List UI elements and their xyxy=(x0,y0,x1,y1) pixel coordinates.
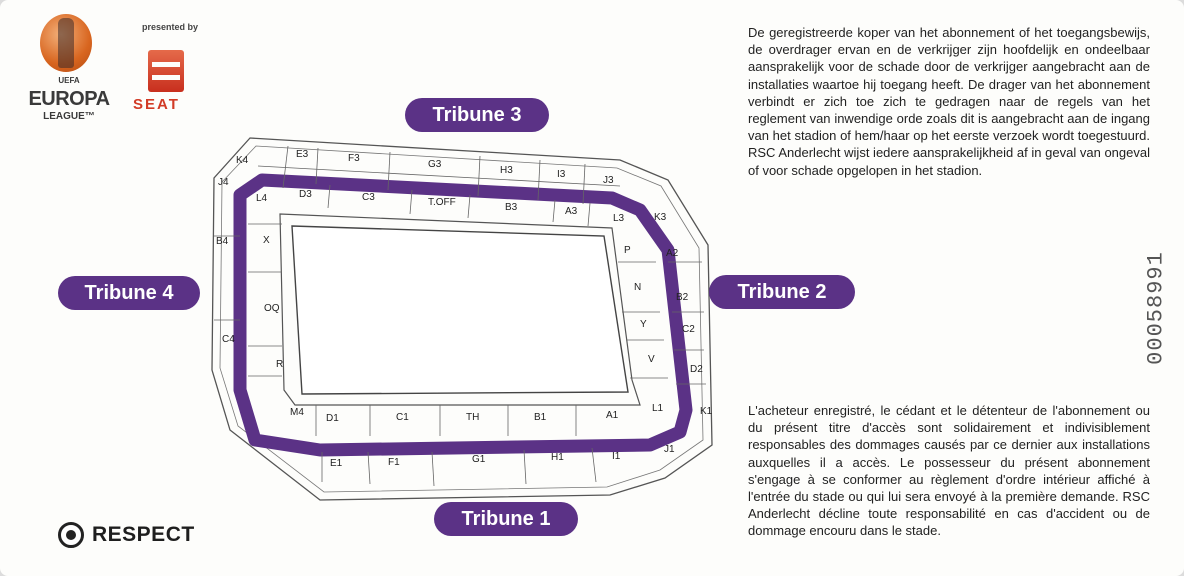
tribune-2-label: Tribune 2 xyxy=(709,275,855,309)
section-label: H1 xyxy=(551,452,564,463)
section-label: F1 xyxy=(388,457,400,468)
section-label: D1 xyxy=(326,413,339,424)
europa-text: EUROPA xyxy=(28,88,110,110)
section-label: K4 xyxy=(236,155,249,166)
section-label: C4 xyxy=(222,334,235,345)
section-label: V xyxy=(648,354,655,365)
stadium-map: K4 E3 F3 G3 H3 I3 J3 J4 L4 D3 C3 T.OFF B… xyxy=(211,137,713,501)
section-label: J3 xyxy=(603,175,614,186)
section-label: L4 xyxy=(256,193,268,204)
section-label: I3 xyxy=(557,169,566,180)
tribune-4-label: Tribune 4 xyxy=(58,276,200,310)
west-stand-dividers xyxy=(214,223,282,377)
respect-logo: RESPECT xyxy=(58,522,195,548)
section-label: H3 xyxy=(500,165,513,176)
trophy-icon xyxy=(58,18,74,68)
stadium-outer-outline-inner xyxy=(219,145,704,493)
section-label: C2 xyxy=(682,324,695,335)
section-label: L1 xyxy=(652,403,664,414)
uefa-text: UEFA xyxy=(58,76,80,85)
league-text: LEAGUE™ xyxy=(43,111,95,122)
section-label: T.OFF xyxy=(428,197,456,208)
seat-wordmark: SEAT xyxy=(133,96,180,113)
section-label: B2 xyxy=(676,292,689,303)
section-label: L3 xyxy=(613,213,625,224)
serial-number-text: 00058991 xyxy=(1143,251,1169,365)
pitch xyxy=(291,225,629,395)
respect-text: RESPECT xyxy=(92,523,195,546)
tribune-3-label: Tribune 3 xyxy=(405,98,549,132)
section-label: F3 xyxy=(348,153,360,164)
section-label: E3 xyxy=(296,149,309,160)
terms-dutch: De geregistreerde koper van het abonneme… xyxy=(748,25,1150,178)
serial-number: 00058991 xyxy=(1136,228,1176,388)
section-label: D2 xyxy=(690,364,703,375)
stadium-outer-outline xyxy=(211,137,713,501)
field-outline-outer xyxy=(279,213,641,406)
section-label: R xyxy=(276,359,283,370)
section-label: A2 xyxy=(666,248,679,259)
section-label: P xyxy=(624,245,631,256)
section-label: Y xyxy=(640,319,647,330)
section-label: M4 xyxy=(290,407,304,418)
section-label: G3 xyxy=(428,159,442,170)
section-label: E1 xyxy=(330,458,343,469)
presented-by-text: presented by xyxy=(142,22,199,32)
section-label: J4 xyxy=(218,177,229,188)
section-label: A1 xyxy=(606,410,619,421)
section-label: B4 xyxy=(216,236,229,247)
section-label: X xyxy=(263,235,270,246)
section-label: OQ xyxy=(264,303,280,314)
south-stand-dividers xyxy=(315,405,597,487)
section-label: I1 xyxy=(612,451,621,462)
section-label: B3 xyxy=(505,202,518,213)
section-label: N xyxy=(634,282,641,293)
section-label: B1 xyxy=(534,412,547,423)
section-label: C3 xyxy=(362,192,375,203)
seat-logo-icon xyxy=(148,50,184,92)
tribune-1-label: Tribune 1 xyxy=(434,502,578,536)
europa-league-logo: UEFA EUROPA LEAGUE™ xyxy=(24,8,114,128)
section-label: K3 xyxy=(654,212,667,223)
north-stand-dividers xyxy=(257,145,621,227)
terms-french: L'acheteur enregistré, le cédant et le d… xyxy=(748,403,1150,539)
section-label: K1 xyxy=(700,406,713,417)
section-label: A3 xyxy=(565,206,578,217)
section-labels: K4 E3 F3 G3 H3 I3 J3 J4 L4 D3 C3 T.OFF B… xyxy=(216,149,713,469)
section-label: C1 xyxy=(396,412,409,423)
section-label: G1 xyxy=(472,454,486,465)
concourse-ring xyxy=(233,173,693,457)
section-label: J1 xyxy=(664,444,675,455)
east-stand-dividers xyxy=(618,261,706,385)
section-label: D3 xyxy=(299,189,312,200)
uefa-respect-icon xyxy=(58,522,84,548)
section-label: TH xyxy=(466,412,479,423)
